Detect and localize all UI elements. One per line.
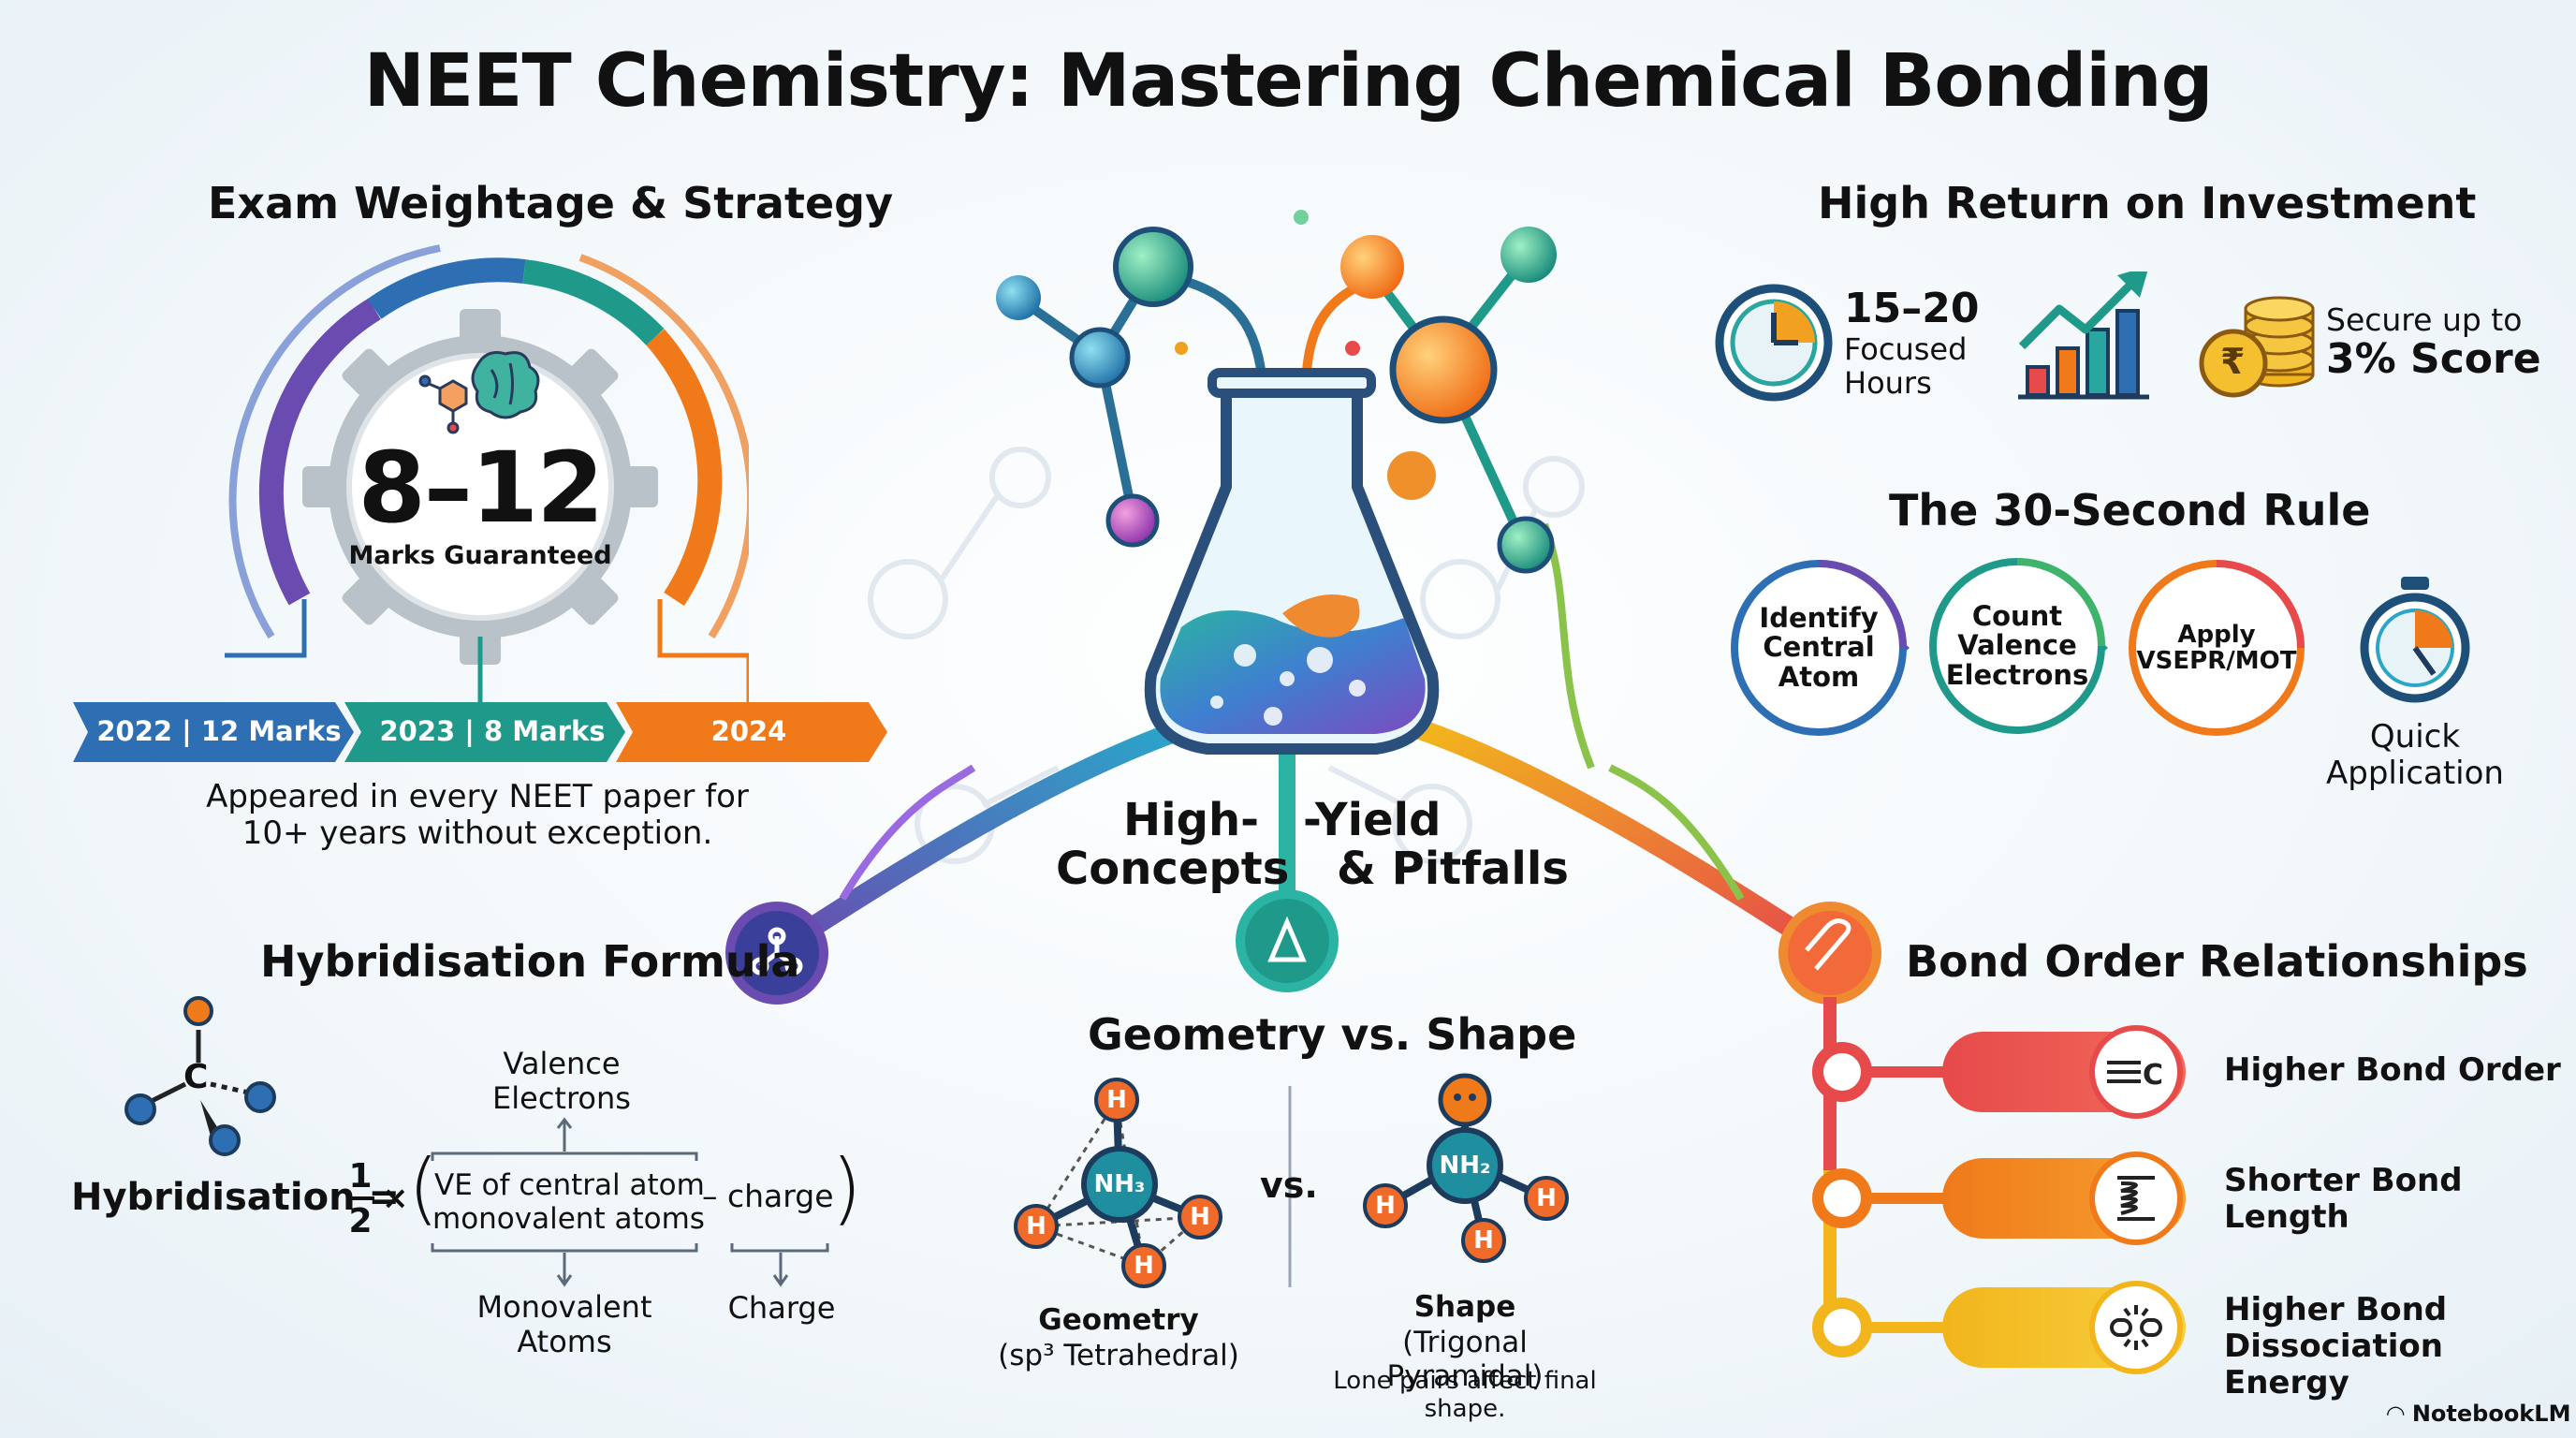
- timeline-arrows: [73, 702, 887, 762]
- timeline-2022: 2022 | 12 Marks: [96, 715, 342, 747]
- triple-bond-icon: C: [2089, 1025, 2183, 1119]
- geometry-heading: Geometry vs. Shape: [1088, 1009, 1577, 1060]
- formula-brackets: [431, 1117, 829, 1287]
- bond-order-heading: Bond Order Relationships: [1906, 936, 2528, 987]
- bond-label-energy: Higher Bond Dissociation Energy: [2224, 1291, 2448, 1402]
- geometry-sub: (sp³ Tetrahedral): [998, 1339, 1239, 1372]
- bond-label-order: Higher Bond Order: [2224, 1051, 2561, 1089]
- branding-text: NotebookLM: [2411, 1401, 2571, 1427]
- fraction-denominator: 2: [348, 1202, 373, 1240]
- formula-minus-charge: – charge: [702, 1178, 834, 1214]
- paren-close: ): [831, 1142, 862, 1234]
- page-title: NEET Chemistry: Mastering Chemical Bondi…: [363, 39, 2214, 124]
- marks-caption: Marks Guaranteed: [348, 541, 612, 570]
- h-atom-label: H: [1536, 1184, 1557, 1212]
- rule-quick-application: Quick Application: [2326, 718, 2504, 793]
- geometry-label: Geometry: [1038, 1303, 1199, 1337]
- weightage-gauge: [225, 244, 749, 702]
- center-label-left-top: High-: [1123, 794, 1260, 846]
- center-label-right-top: -Yield: [1303, 794, 1442, 846]
- weightage-heading: Exam Weightage & Strategy: [208, 178, 894, 228]
- notebooklm-icon: ◠: [2387, 1401, 2405, 1427]
- bond-icon-c: C: [2143, 1059, 2163, 1091]
- tetrahedral-carbon-icon: [124, 996, 276, 1156]
- timeline-2023: 2023 | 8 Marks: [379, 715, 606, 747]
- broken-chain-icon: [2089, 1281, 2183, 1374]
- branding: ◠ NotebookLM: [2387, 1401, 2570, 1427]
- h-atom-label: H: [1375, 1192, 1396, 1220]
- formula-term-ve: VE of central atom: [434, 1168, 705, 1202]
- molecule-diagrams: [1014, 1073, 1569, 1288]
- weightage-note: Appeared in every NEET paper for 10+ yea…: [206, 778, 749, 853]
- hybridisation-heading: Hybridisation Formula: [260, 936, 800, 987]
- rule-step-count: Count Valence Electrons: [1937, 565, 2098, 726]
- roi-secure-line1: Secure up to: [2326, 301, 2523, 338]
- h-atom-label: H: [1106, 1086, 1127, 1114]
- rule-flow: [1731, 558, 2470, 736]
- roi-icons: [1715, 271, 2315, 402]
- rule-step-identify: Identify Central Atom: [1738, 567, 1899, 728]
- label-charge: Charge: [727, 1290, 836, 1326]
- bond-order-tree: [1812, 997, 1956, 1357]
- roi-secure-line2: 3% Score: [2326, 335, 2541, 383]
- h-atom-label: H: [1026, 1212, 1046, 1240]
- shape-sub: (Trigonal Pyramidal): [1386, 1326, 1544, 1393]
- center-label-left-bottom: Concepts: [1056, 843, 1290, 895]
- shape-note: Lone pairs affect final shape.: [1333, 1367, 1597, 1423]
- roi-hours-label1: Focused: [1844, 331, 1968, 367]
- h-atom-label: H: [1473, 1226, 1494, 1255]
- nh3-label: NH₃: [1093, 1170, 1146, 1198]
- roi-heading: High Return on Investment: [1818, 178, 2477, 228]
- vs-label: vs.: [1260, 1165, 1318, 1206]
- rule-heading: The 30-Second Rule: [1889, 485, 2371, 536]
- shape-label: Shape: [1413, 1290, 1516, 1324]
- marks-value: 8–12: [358, 431, 604, 545]
- carbon-atom-label: C: [183, 1058, 209, 1096]
- central-illustration: [725, 210, 1881, 1005]
- nh2-label: NH₂: [1439, 1152, 1491, 1180]
- fraction-numerator: 1: [348, 1157, 373, 1196]
- formula-term-monovalent: monovalent atoms: [432, 1202, 705, 1236]
- h-atom-label: H: [1134, 1252, 1154, 1280]
- times-sign: ×: [382, 1180, 409, 1217]
- formula-lhs: Hybridisation =: [71, 1176, 400, 1219]
- rupee-icon: ₹: [2220, 341, 2246, 382]
- label-valence-electrons: Valence Electrons: [492, 1046, 631, 1116]
- h-atom-label: H: [1190, 1203, 1210, 1231]
- label-monovalent-atoms: Monovalent Atoms: [476, 1289, 652, 1359]
- fraction-bar: [346, 1196, 374, 1200]
- bond-label-length: Shorter Bond Length: [2224, 1162, 2463, 1237]
- spring-icon: [2089, 1152, 2183, 1245]
- roi-hours-value: 15–20: [1844, 285, 1980, 332]
- rule-step-apply: Apply VSEPR/MOT: [2136, 567, 2297, 728]
- center-label-right-bottom: & Pitfalls: [1337, 843, 1569, 895]
- roi-hours-label2: Hours: [1844, 365, 1932, 401]
- timeline-2024: 2024: [710, 715, 787, 747]
